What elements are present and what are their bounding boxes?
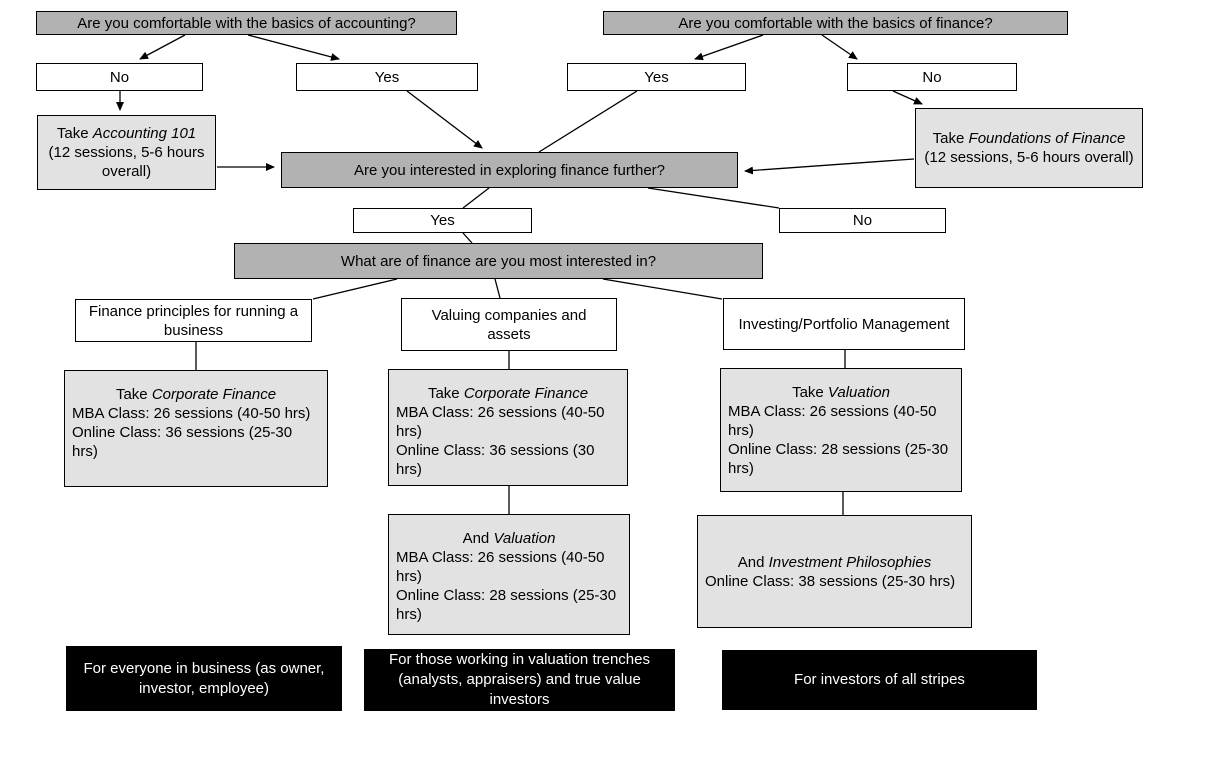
connector-foundations-to-explore [744, 158, 915, 175]
course-line: Online Class: 38 sessions (25-30 hrs) [705, 572, 956, 590]
connector-finance-to-yes [694, 34, 764, 61]
connector-explore-to-no [647, 187, 780, 209]
course-line: MBA Class: 26 sessions (40-50 hrs) [396, 404, 605, 440]
course-line: Online Class: 28 sessions (25-30 hrs) [396, 587, 617, 623]
course-line: Online Class: 28 sessions (25-30 hrs) [728, 441, 949, 477]
answer-accounting-no: No [36, 63, 203, 91]
connector-yes-to-area [462, 232, 473, 244]
question-explore-finance: Are you interested in exploring finance … [281, 152, 738, 188]
remedial-text: Take Foundations of Finance (12 sessions… [924, 130, 1134, 166]
answer-explore-yes: Yes [353, 208, 532, 233]
course-valuation-investing: Take Valuation MBA Class: 26 sessions (4… [720, 368, 962, 492]
course-title: Take Valuation [792, 384, 890, 401]
course-title: And Valuation [462, 530, 556, 547]
branch-investing-portfolio: Investing/Portfolio Management [723, 298, 965, 350]
audience-valuation-trenches: For those working in valuation trenches … [364, 649, 675, 711]
connector-accounting-to-no [139, 34, 186, 60]
answer-finance-no: No [847, 63, 1017, 91]
course-and-valuation: And Valuation MBA Class: 26 sessions (40… [388, 514, 630, 635]
connector-area-to-principles [312, 278, 398, 300]
branch-valuing-companies: Valuing companies and assets [401, 298, 617, 351]
course-line: MBA Class: 26 sessions (40-50 hrs) [72, 405, 311, 422]
connector-accounting-to-yes [247, 34, 340, 61]
answer-accounting-yes: Yes [296, 63, 478, 91]
course-title: Take Corporate Finance [427, 385, 589, 402]
audience-investors-all-stripes: For investors of all stripes [722, 650, 1037, 710]
connector-yes-to-explore-right [538, 90, 638, 153]
connector-no-to-foundations [892, 90, 923, 105]
branch-finance-principles: Finance principles for running a busines… [75, 299, 312, 342]
course-title: And Investment Philosophies [737, 553, 932, 571]
course-and-investment-philosophies: And Investment Philosophies Online Class… [697, 515, 972, 628]
connector-area-to-investing [602, 278, 723, 300]
course-line: MBA Class: 26 sessions (40-50 hrs) [396, 549, 605, 585]
course-title: Take Corporate Finance [115, 386, 277, 403]
connector-explore-to-yes [462, 187, 490, 209]
question-finance-basics: Are you comfortable with the basics of f… [603, 11, 1068, 35]
answer-explore-no: No [779, 208, 946, 233]
course-corporate-finance-principles: Take Corporate Finance MBA Class: 26 ses… [64, 370, 328, 487]
question-area-of-finance: What are of finance are you most interes… [234, 243, 763, 279]
node-take-foundations-of-finance: Take Foundations of Finance (12 sessions… [915, 108, 1143, 188]
answer-finance-yes: Yes [567, 63, 746, 91]
course-line: Online Class: 36 sessions (30 hrs) [396, 442, 595, 478]
question-accounting-basics: Are you comfortable with the basics of a… [36, 11, 457, 35]
connector-yes-to-explore-left [406, 90, 483, 149]
node-take-accounting-101: Take Accounting 101 (12 sessions, 5-6 ho… [37, 115, 216, 190]
course-line: Online Class: 36 sessions (25-30 hrs) [72, 424, 293, 460]
connector-area-to-valuation [494, 278, 501, 299]
course-line: MBA Class: 26 sessions (40-50 hrs) [728, 403, 937, 439]
remedial-text: Take Accounting 101 (12 sessions, 5-6 ho… [48, 125, 205, 180]
course-corporate-finance-valuation: Take Corporate Finance MBA Class: 26 ses… [388, 369, 628, 486]
audience-everyone-in-business: For everyone in business (as owner, inve… [66, 646, 342, 711]
connector-finance-to-no [821, 34, 858, 60]
